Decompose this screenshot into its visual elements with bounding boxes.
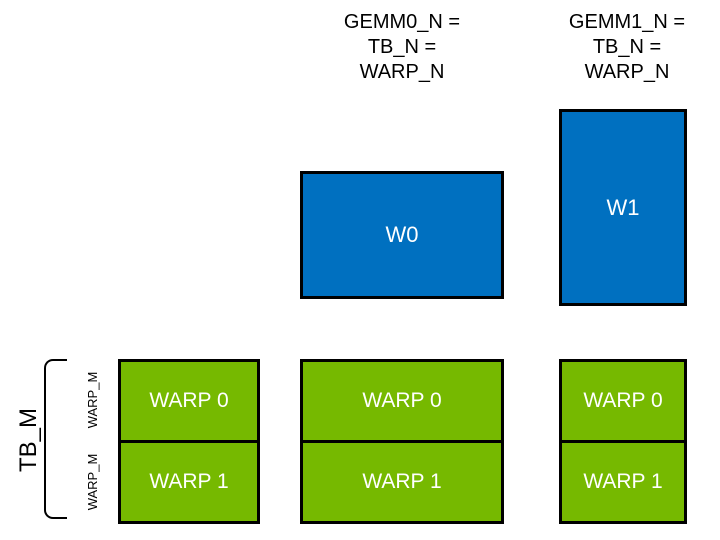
gemm1-header-line-2: TB_N =: [592, 36, 662, 58]
warp-cell: WARP 1: [149, 470, 229, 493]
gemm0-header-line-2: TB_N =: [367, 36, 437, 58]
gemm0-header-line-3: WARP_N: [359, 61, 445, 83]
warp-cell: WARP 1: [583, 470, 663, 493]
gemm0-header-line-1: GEMM0_N =: [343, 11, 461, 33]
gemm1-header-line-3: WARP_N: [584, 61, 670, 83]
gemm0-warp-tile-w0: W0: [300, 171, 504, 299]
warp-cell: WARP 0: [562, 362, 684, 443]
w0-label: W0: [385, 222, 419, 247]
gemm1-header-line-1: GEMM1_N =: [568, 11, 686, 33]
tb-m-label: TB_M: [15, 408, 42, 473]
warp-group-left: WARP 0 WARP 1: [118, 359, 260, 524]
warp-m-label-0: WARP_M: [85, 371, 100, 429]
warp-group-gemm0: WARP 0 WARP 1: [300, 359, 504, 524]
warp-m-label-1: WARP_M: [85, 453, 100, 511]
w1-label: W1: [606, 194, 640, 220]
gemm1-column-header: GEMM1_N = TB_N = WARP_N: [557, 10, 697, 85]
warp-cell: WARP 0: [121, 362, 257, 443]
gemm1-warp-tile-w1: W1: [559, 109, 687, 306]
warp-group-gemm1: WARP 0 WARP 1: [559, 359, 687, 524]
warp-cell: WARP 0: [303, 362, 501, 443]
tb-m-bracket: [44, 359, 67, 519]
warp-cell: WARP 1: [362, 470, 442, 493]
gemm0-column-header: GEMM0_N = TB_N = WARP_N: [300, 10, 504, 85]
